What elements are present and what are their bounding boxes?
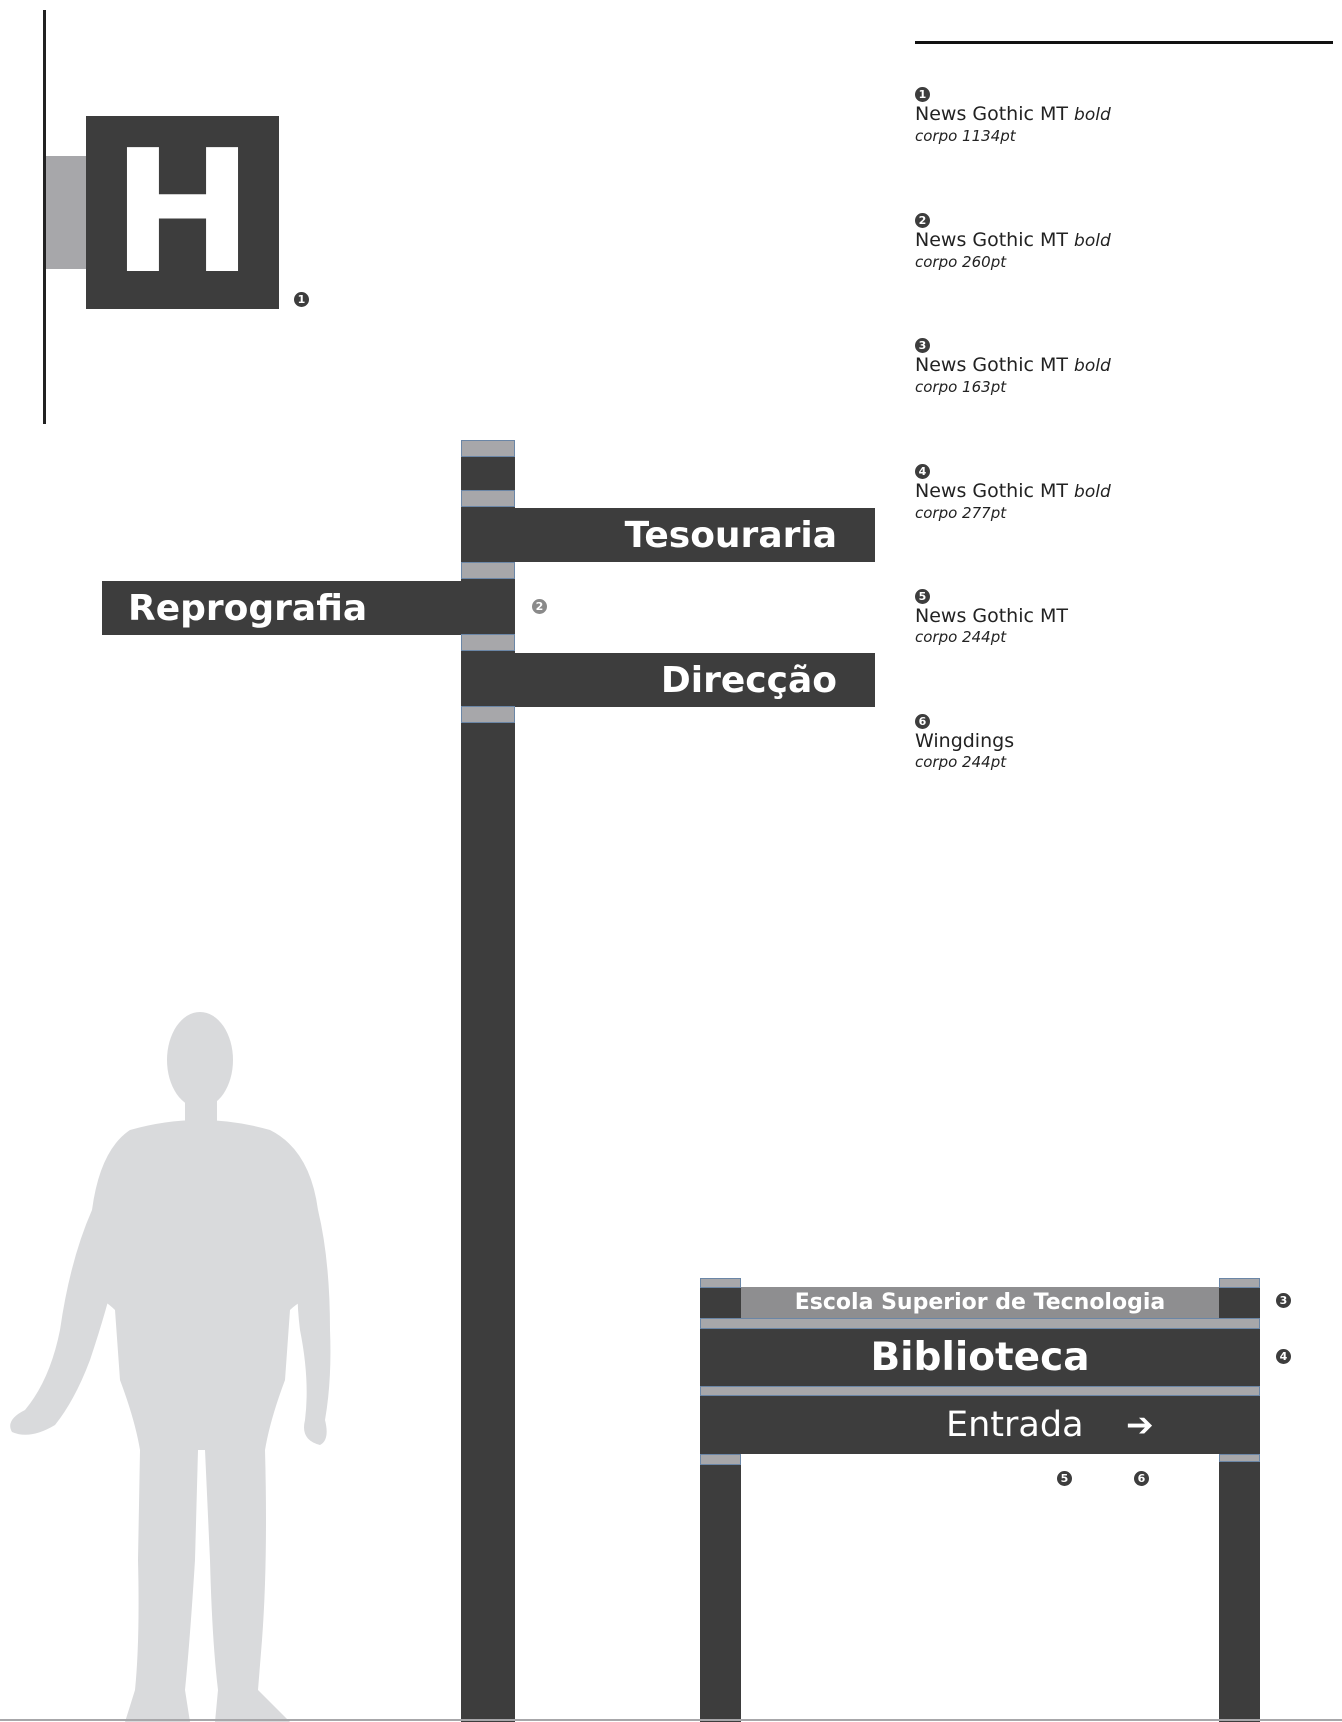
legend-size: corpo 244pt [915, 753, 1007, 771]
post-band-3 [461, 634, 515, 651]
legend-font: News Gothic MT [915, 480, 1068, 502]
legend-number: 6 [915, 714, 930, 729]
ground-line [0, 1719, 1342, 1721]
directional-marker: 2 [532, 599, 547, 614]
sign-label: Tesouraria [624, 514, 837, 556]
post-band-4 [461, 706, 515, 723]
post-cap-top [461, 440, 515, 457]
legend-size: corpo 260pt [915, 253, 1007, 271]
sign-reprografia: Reprografia [102, 581, 461, 635]
gateway-header-label: Escola Superior de Tecnologia [794, 1290, 1166, 1315]
gateway-band-1 [700, 1318, 1260, 1329]
legend-entry-2: 2 News Gothic MT bold corpo 260pt [915, 209, 1111, 271]
legend-font: News Gothic MT [915, 605, 1068, 627]
gateway-header-marker: 3 [1276, 1293, 1291, 1308]
h-sign-panel: H [86, 116, 279, 309]
legend-entry-6: 6 Wingdings corpo 244pt [915, 710, 1014, 771]
legend-size: corpo 277pt [915, 504, 1007, 522]
gateway-title-panel: Biblioteca [700, 1329, 1260, 1386]
right-arrow-icon: ➔ [1126, 1405, 1154, 1444]
wall-line [43, 10, 46, 424]
human-silhouette-icon [10, 1012, 331, 1722]
gateway-header-panel: Escola Superior de Tecnologia [741, 1287, 1219, 1318]
legend-weight: bold [1074, 482, 1111, 502]
sign-tesouraria: Tesouraria [515, 508, 875, 562]
legend-font: News Gothic MT [915, 354, 1068, 376]
legend-font: News Gothic MT [915, 103, 1068, 125]
legend-weight: bold [1074, 231, 1111, 251]
post-band-2 [461, 562, 515, 579]
gateway-subtitle-label: Entrada [946, 1405, 1084, 1445]
gateway-cap-right [1219, 1278, 1260, 1288]
legend-weight: bold [1074, 356, 1111, 376]
gateway-foot-left [700, 1454, 741, 1465]
legend-number: 2 [915, 213, 930, 228]
gateway-band-2 [700, 1386, 1260, 1396]
legend-entry-4: 4 News Gothic MT bold corpo 277pt [915, 460, 1111, 522]
legend-font: Wingdings [915, 730, 1015, 752]
gateway-arrow-marker: 6 [1134, 1471, 1149, 1486]
gateway-title-marker: 4 [1276, 1349, 1291, 1364]
sign-direccao: Direcção [515, 653, 875, 707]
gateway-cap-left [700, 1278, 741, 1288]
gateway-title-label: Biblioteca [870, 1335, 1090, 1380]
gateway-foot-right [1219, 1454, 1260, 1462]
legend-number: 1 [915, 87, 930, 102]
legend-number: 3 [915, 338, 930, 353]
legend-weight: bold [1074, 105, 1111, 125]
legend-size: corpo 244pt [915, 628, 1007, 646]
sign-label: Direcção [660, 659, 837, 701]
gateway-subtitle-marker: 5 [1057, 1471, 1072, 1486]
legend-font: News Gothic MT [915, 229, 1068, 251]
directional-post [461, 440, 515, 1722]
post-band-1 [461, 490, 515, 507]
h-sign-bracket [46, 156, 86, 269]
legend-size: corpo 1134pt [915, 127, 1016, 145]
gateway-subtitle-panel: Entrada ➔ [700, 1396, 1260, 1454]
legend-number: 5 [915, 589, 930, 604]
legend-size: corpo 163pt [915, 378, 1007, 396]
legend-number: 4 [915, 464, 930, 479]
legend-entry-1: 1 News Gothic MT bold corpo 1134pt [915, 83, 1111, 145]
sign-label: Reprografia [128, 587, 368, 629]
h-sign-marker: 1 [294, 292, 309, 307]
legend-entry-3: 3 News Gothic MT bold corpo 163pt [915, 334, 1111, 396]
legend-top-rule [915, 41, 1333, 44]
hospital-h-icon: H [111, 113, 254, 312]
legend-entry-5: 5 News Gothic MT corpo 244pt [915, 585, 1068, 646]
